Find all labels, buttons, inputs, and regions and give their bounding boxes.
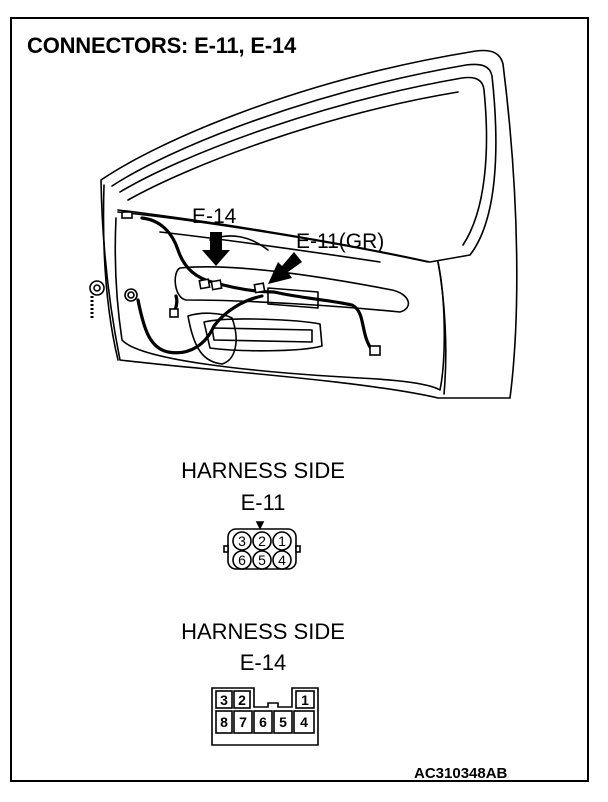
e14-pin-label-4: 4 bbox=[300, 714, 308, 730]
door-lower-trim bbox=[187, 312, 237, 365]
callout-e11: E-11(GR) bbox=[296, 230, 385, 253]
connector-e14-diagram bbox=[211, 687, 319, 746]
door-trim-upper bbox=[159, 231, 381, 263]
reference-id: AC310348AB bbox=[414, 765, 508, 782]
arrow-e14 bbox=[202, 232, 230, 266]
e14-pin-label-6: 6 bbox=[259, 714, 267, 730]
e14-pin-4 bbox=[293, 710, 315, 734]
connector-e11-body bbox=[253, 282, 266, 294]
door-rear-edge bbox=[102, 184, 119, 361]
connector-e11-diagram bbox=[223, 521, 301, 570]
e14-pin-5 bbox=[273, 710, 293, 734]
e11-key-tab bbox=[255, 521, 265, 530]
door-window-bottom-edge bbox=[117, 211, 429, 263]
door-window-frame-line bbox=[127, 91, 459, 201]
door-armrest bbox=[174, 266, 410, 313]
e14-pin-2 bbox=[233, 690, 251, 709]
e11-connector-id: E-11 bbox=[240, 490, 286, 515]
e11-side-tab-left bbox=[223, 545, 229, 553]
diagram-frame bbox=[10, 17, 589, 782]
door-handle-recess bbox=[267, 287, 319, 309]
arrow-e11 bbox=[268, 252, 302, 284]
e14-pin-label-7: 7 bbox=[239, 714, 247, 730]
e11-pin-label-5: 5 bbox=[258, 552, 266, 568]
e11-pin-label-2: 2 bbox=[258, 533, 266, 549]
wiring-harness-lower bbox=[136, 294, 264, 355]
connector-e14-body-a bbox=[198, 278, 211, 290]
e11-pin-3 bbox=[232, 531, 252, 551]
e11-pin-6 bbox=[232, 550, 252, 570]
door-outer-frame bbox=[100, 49, 518, 399]
e11-pin-label-6: 6 bbox=[238, 552, 246, 568]
e14-pin-7 bbox=[233, 710, 253, 734]
diagram-title: CONNECTORS: E-11, E-14 bbox=[27, 33, 297, 58]
e14-pin-8 bbox=[215, 710, 233, 734]
connector-end-left bbox=[169, 308, 179, 318]
door-pocket-inner bbox=[211, 327, 313, 343]
e14-harness-side-label: HARNESS SIDE bbox=[181, 619, 345, 644]
door-window-frame-inner2 bbox=[119, 76, 488, 246]
door-pocket bbox=[203, 318, 323, 352]
e11-pin-2 bbox=[252, 531, 272, 551]
e11-pin-label-3: 3 bbox=[238, 533, 246, 549]
e14-pin-label-1: 1 bbox=[301, 692, 309, 708]
wiring-harness-main bbox=[140, 216, 374, 352]
e11-pin-label-4: 4 bbox=[278, 552, 286, 568]
e11-pin-5 bbox=[252, 550, 272, 570]
e14-pin-3 bbox=[215, 690, 233, 709]
e14-pin-label-2: 2 bbox=[238, 692, 246, 708]
e14-connector-id: E-14 bbox=[239, 650, 287, 675]
grommet bbox=[89, 280, 105, 296]
callout-e14: E-14 bbox=[192, 205, 237, 228]
e11-side-tab-right bbox=[295, 545, 301, 553]
e11-pin-label-1: 1 bbox=[278, 533, 286, 549]
e11-pin-4 bbox=[272, 550, 292, 570]
e14-pin-1 bbox=[295, 690, 315, 709]
e14-pin-label-3: 3 bbox=[220, 692, 228, 708]
connector-end-right bbox=[369, 345, 381, 356]
door-panel-edge bbox=[437, 261, 447, 395]
e11-harness-side-label: HARNESS SIDE bbox=[181, 458, 345, 483]
e14-pin-label-5: 5 bbox=[279, 714, 287, 730]
e11-pin-1 bbox=[272, 531, 292, 551]
connector-e14-body-b bbox=[210, 279, 223, 291]
e14-pin-label-8: 8 bbox=[220, 714, 228, 730]
e14-pin-6 bbox=[253, 710, 273, 734]
connector-top-left bbox=[121, 211, 133, 219]
door-inner-panel bbox=[114, 217, 446, 391]
